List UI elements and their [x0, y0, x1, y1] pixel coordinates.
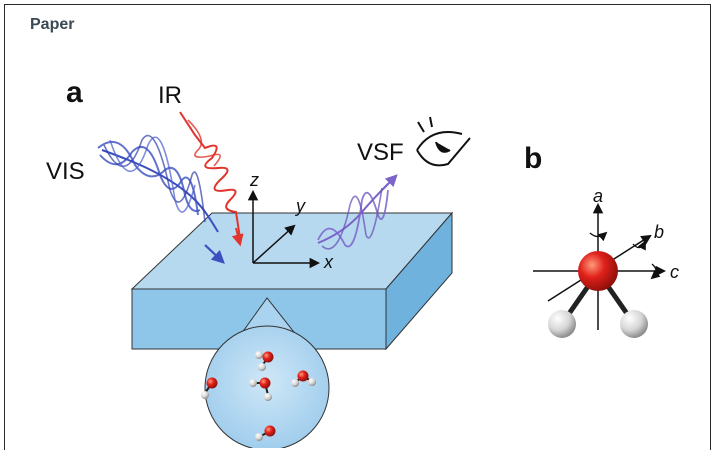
interface-slab: [130, 211, 454, 351]
hydrogen-atom: [620, 310, 648, 338]
vsf-beam: [317, 174, 398, 250]
water-molecule-icon: [201, 377, 218, 399]
oxygen-atom: [578, 251, 618, 291]
molecule-frame-diagram: [533, 202, 667, 338]
mol-axis-label-a: a: [593, 186, 603, 206]
mol-axis-label-c: c: [670, 262, 679, 282]
water-molecule-icon: [291, 370, 316, 387]
mol-axis-label-b: b: [654, 222, 664, 242]
eye-icon: [416, 116, 471, 167]
water-molecule-icon: [255, 351, 274, 371]
figure-frame: [4, 4, 711, 450]
ir-beam-label: IR: [158, 82, 182, 109]
vis-beam: [97, 134, 225, 264]
lab-frame-axes: [247, 189, 321, 269]
hydrogen-atom: [548, 310, 576, 338]
panel-a-letter: a: [66, 76, 83, 109]
axis-label-z: z: [249, 170, 259, 190]
axis-label-x: x: [323, 252, 334, 272]
water-molecule-icon: [255, 425, 276, 441]
panel-b-letter: b: [524, 142, 542, 175]
water-molecule-icon: [249, 377, 272, 401]
ir-beam: [179, 111, 244, 247]
header-label: Paper: [30, 16, 75, 33]
axis-label-y: y: [294, 196, 306, 216]
vsf-beam-label: VSF: [357, 139, 404, 166]
vis-beam-label: VIS: [46, 158, 85, 185]
molecular-zoom-inset: [201, 297, 330, 448]
